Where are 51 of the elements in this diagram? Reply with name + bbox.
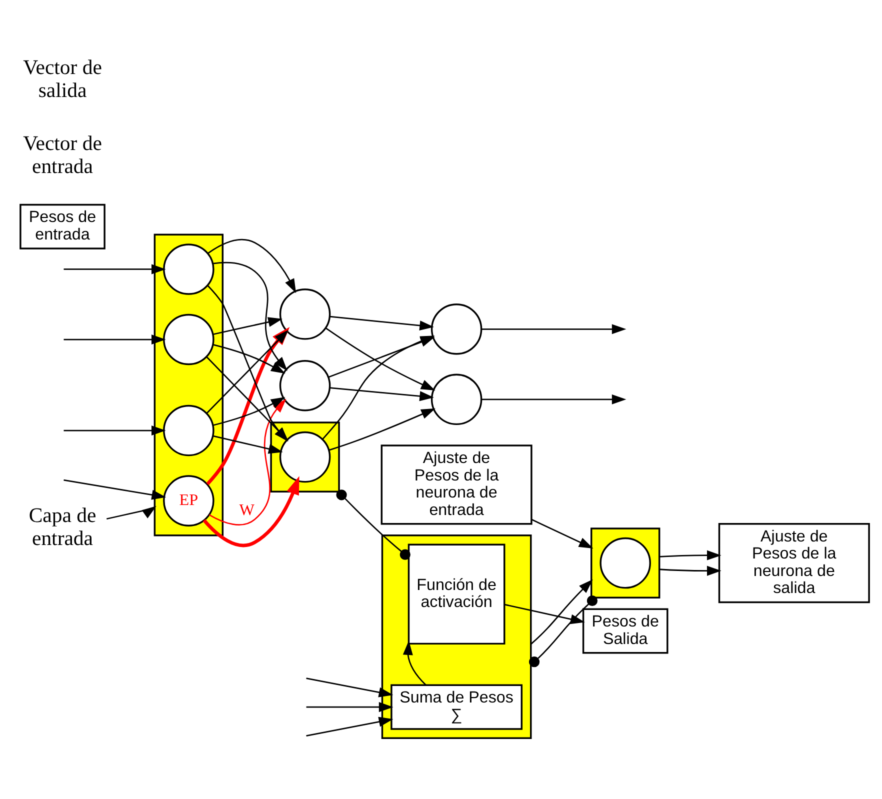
label: Vector de salida: [23, 56, 102, 102]
arrow: [504, 603, 585, 624]
arrow: [330, 315, 434, 330]
node-circle: [279, 430, 331, 482]
arrow: [306, 677, 394, 697]
arrow: [659, 565, 722, 576]
node-box: Ajuste de Pesos de la neurona de entrada: [380, 444, 532, 524]
node-box: Ajuste de Pesos de la neurona de salida: [718, 522, 870, 603]
node-circle: [279, 359, 331, 411]
node-circle: [600, 536, 651, 588]
arrow: [306, 702, 394, 712]
node-circle: EP: [163, 474, 214, 526]
cluster: [381, 534, 532, 739]
arrow: [106, 505, 156, 520]
connector: [528, 594, 598, 667]
arrow: [306, 716, 394, 736]
arrow: [531, 518, 594, 548]
arrow: [330, 386, 434, 401]
arrow: [402, 640, 426, 685]
node-box: Pesos de entrada: [20, 203, 106, 249]
node-box: Pesos de Salida: [582, 608, 668, 654]
arrow: [64, 478, 166, 500]
node-circle: [163, 404, 214, 456]
arrow: [482, 394, 626, 404]
node-box: Función de activación: [408, 543, 506, 644]
edge-label: W: [239, 501, 254, 518]
arrow: [530, 578, 593, 644]
label: Vector de entrada: [23, 132, 102, 178]
connector: [336, 489, 410, 560]
arrow: [212, 316, 282, 335]
arrow: [329, 408, 436, 450]
arrow: [64, 334, 166, 344]
arrow: [64, 425, 166, 436]
node-circle: [430, 373, 482, 425]
node-circle: [430, 303, 482, 354]
arrow: [208, 238, 296, 293]
cluster: [590, 527, 660, 598]
arrow: [212, 434, 283, 454]
cluster: [154, 233, 224, 536]
cluster: [270, 421, 340, 492]
node-circle: [163, 313, 214, 365]
arrow: [213, 344, 286, 374]
arrow: [212, 261, 288, 370]
node-box: Suma de Pesos ∑: [390, 684, 523, 730]
arrow: [202, 476, 300, 547]
node-circle: [163, 243, 214, 294]
arrow: [482, 324, 626, 334]
node-circle: [279, 288, 331, 340]
node-text: Capa de entrada: [28, 504, 96, 550]
arrow: [64, 264, 166, 274]
arrow: [659, 550, 722, 560]
